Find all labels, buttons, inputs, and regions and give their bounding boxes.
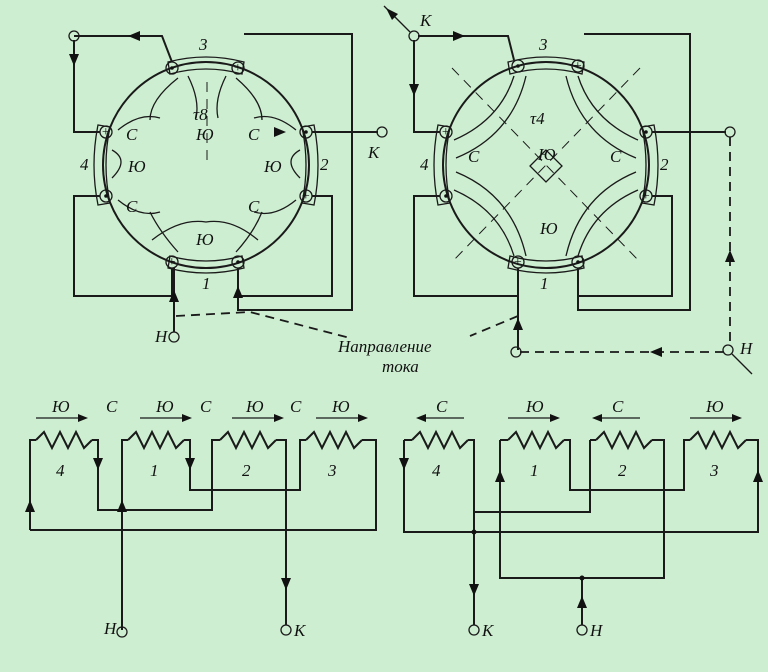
svg-text:+: + bbox=[441, 125, 450, 140]
svg-text:+: + bbox=[101, 125, 110, 140]
stator-circle-left bbox=[102, 61, 310, 269]
pole-label-2: 2 bbox=[320, 155, 329, 174]
svg-text:1: 1 bbox=[150, 461, 159, 480]
svg-text:2: 2 bbox=[660, 155, 669, 174]
svg-text:Ю: Ю bbox=[537, 145, 556, 164]
svg-text:Н: Н bbox=[589, 621, 604, 640]
svg-text:Ю: Ю bbox=[195, 230, 214, 249]
coil-parallel-right bbox=[399, 414, 763, 636]
pole-shoe-4 bbox=[93, 124, 111, 206]
svg-text:С: С bbox=[612, 397, 624, 416]
current-direction-label-2: тока bbox=[382, 357, 419, 376]
svg-text:С: С bbox=[610, 147, 622, 166]
svg-text:Ю: Ю bbox=[705, 397, 724, 416]
svg-text:С: С bbox=[200, 397, 212, 416]
svg-text:+: + bbox=[301, 189, 310, 204]
svg-text:3: 3 bbox=[327, 461, 337, 480]
terminal-h-label-left: Н bbox=[154, 327, 169, 346]
svg-text:+: + bbox=[513, 255, 522, 270]
right-coil-polarity-1: С bbox=[436, 397, 448, 416]
svg-text:1: 1 bbox=[540, 274, 549, 293]
svg-text:+: + bbox=[233, 61, 242, 76]
svg-text:3: 3 bbox=[709, 461, 719, 480]
terminal-k-label-left: К bbox=[367, 143, 381, 162]
svg-text:К: К bbox=[481, 621, 495, 640]
svg-text:+: + bbox=[641, 189, 650, 204]
svg-text:4: 4 bbox=[432, 461, 441, 480]
pole-label-3: 3 bbox=[198, 35, 208, 54]
pole-n-label: С bbox=[126, 125, 138, 144]
stator-circle-right bbox=[442, 61, 650, 269]
svg-text:Ю: Ю bbox=[155, 397, 174, 416]
pole-label-1: 1 bbox=[202, 274, 211, 293]
svg-text:Ю: Ю bbox=[525, 397, 544, 416]
coil-series-left bbox=[25, 414, 377, 638]
svg-text:Ю: Ю bbox=[263, 157, 282, 176]
svg-text:3: 3 bbox=[538, 35, 548, 54]
svg-text:Ю: Ю bbox=[195, 125, 214, 144]
pole-shoe-3 bbox=[167, 56, 245, 75]
svg-text:+: + bbox=[167, 255, 176, 270]
svg-text:С: С bbox=[468, 147, 480, 166]
svg-text:Ю: Ю bbox=[245, 397, 264, 416]
pole-s-label: Ю bbox=[127, 157, 146, 176]
terminal-k-label-right: К bbox=[419, 11, 433, 30]
machine-4-pole: + + + + bbox=[383, 5, 753, 375]
svg-text:С: С bbox=[290, 397, 302, 416]
svg-text:Ю: Ю bbox=[539, 219, 558, 238]
svg-text:2: 2 bbox=[618, 461, 627, 480]
left-coil-polarity-1: Ю bbox=[51, 397, 70, 416]
machine-8-pole: + + + + bbox=[68, 30, 388, 343]
svg-text:2: 2 bbox=[242, 461, 251, 480]
tau4-label: τ4 bbox=[530, 109, 545, 128]
svg-text:1: 1 bbox=[530, 461, 539, 480]
svg-text:Ю: Ю bbox=[331, 397, 350, 416]
pole-shoe-1 bbox=[167, 255, 245, 274]
current-direction-label: Направление bbox=[337, 337, 432, 356]
svg-text:С: С bbox=[106, 397, 118, 416]
pole-label-4: 4 bbox=[80, 155, 89, 174]
svg-text:С: С bbox=[126, 197, 138, 216]
svg-text:4: 4 bbox=[420, 155, 429, 174]
svg-text:4: 4 bbox=[56, 461, 65, 480]
tau8-label: τ8 bbox=[193, 105, 208, 124]
svg-text:К: К bbox=[293, 621, 307, 640]
terminal-h-label-right: Н bbox=[739, 339, 754, 358]
svg-text:+: + bbox=[573, 59, 582, 74]
svg-text:Н: Н bbox=[103, 619, 118, 638]
svg-text:С: С bbox=[248, 197, 260, 216]
svg-text:С: С bbox=[248, 125, 260, 144]
pole-shoe-2 bbox=[301, 124, 319, 206]
